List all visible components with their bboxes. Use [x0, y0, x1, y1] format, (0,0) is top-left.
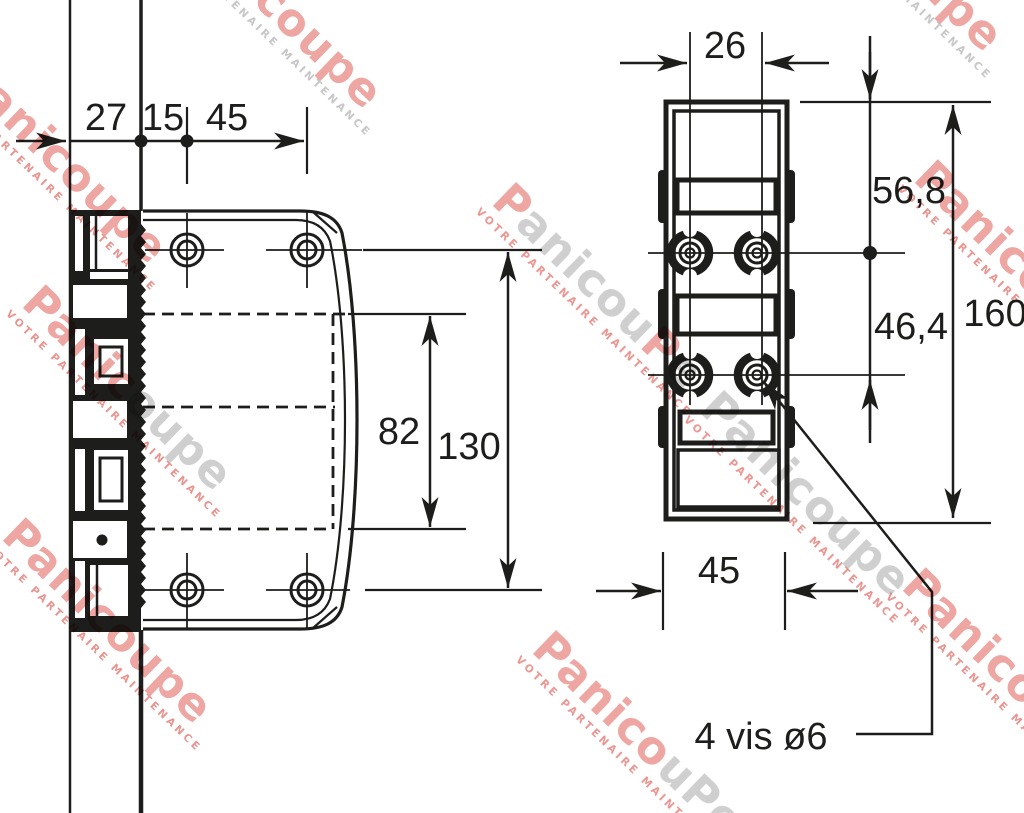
serrated-edge [141, 224, 146, 608]
crossbar [674, 177, 779, 216]
cover-corner-seam-bottom [312, 606, 338, 629]
dim-label-56-8: 56,8 [872, 170, 946, 212]
dimension-82 [348, 312, 466, 531]
hidden-lines [143, 312, 350, 531]
right-view: 26 56,8 46,4 160 45 4 vis ø6 [596, 25, 1024, 758]
screw-hole [145, 213, 224, 288]
rail-body [663, 99, 790, 522]
left-view: 27 15 45 82 130 [16, 0, 542, 813]
screw-note-label: 4 vis ø6 [694, 716, 827, 758]
dim-label-82: 82 [378, 411, 420, 453]
cover-screw-holes [145, 210, 362, 628]
dim-label-27: 27 [85, 97, 127, 139]
screw-hole [266, 553, 350, 628]
crossbar [674, 293, 779, 337]
centerlines [648, 32, 905, 405]
dim-label-46-4: 46,4 [874, 306, 948, 348]
dim-label-45-top: 45 [206, 97, 248, 139]
watermark-brand: Panicoupe [162, 0, 394, 119]
dim-label-160: 160 [963, 293, 1024, 335]
screw-hole [266, 210, 362, 288]
dimension-27-15-45 [16, 107, 309, 184]
lock-case [70, 210, 146, 632]
dim-label-15: 15 [142, 97, 184, 139]
cover-outline [143, 209, 359, 631]
cover-corner-seam-top [312, 211, 338, 234]
watermark-brand: Panicoupe [782, 0, 1014, 62]
dim-label-26: 26 [704, 25, 746, 67]
screw-hole [145, 553, 224, 628]
dimension-160 [813, 105, 991, 525]
crossbar [677, 409, 776, 446]
bottom-panel [676, 448, 781, 509]
dim-label-45-bottom: 45 [698, 550, 740, 592]
dimension-45 [596, 552, 858, 630]
dimension-130 [363, 248, 542, 592]
dimension-56-46 [800, 36, 991, 443]
dim-label-130: 130 [437, 426, 500, 468]
screw-note-leader [762, 380, 934, 736]
